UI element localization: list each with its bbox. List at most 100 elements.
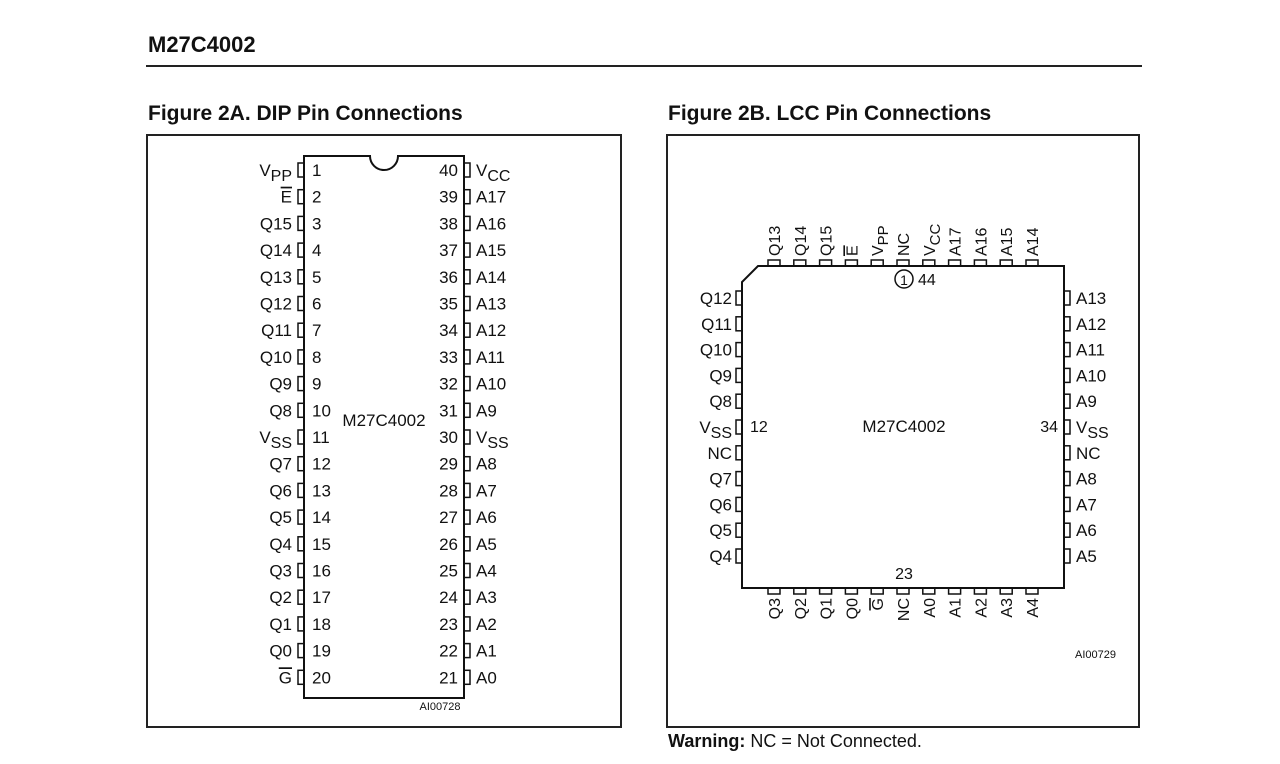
lcc-pin-label: NC <box>896 598 913 621</box>
lcc-pin-stub <box>767 587 781 595</box>
document-title: M27C4002 <box>148 32 256 57</box>
lcc-pin-stub <box>1063 522 1071 538</box>
dip-pin-label: A16 <box>476 214 506 233</box>
dip-pin-number: 26 <box>439 535 458 554</box>
dip-pin-number: 10 <box>312 401 331 420</box>
lcc-pin-label: Q14 <box>793 226 810 256</box>
dip-pin-stub <box>463 562 471 579</box>
lcc-pin-label: Q15 <box>819 226 836 256</box>
lcc-pin-label: Q9 <box>709 366 732 385</box>
lcc-pin-label: Q3 <box>767 598 784 619</box>
dip-pin-label: Q4 <box>269 535 292 554</box>
dip-pin-label: A12 <box>476 321 506 340</box>
lcc-pin-num-bottom: 23 <box>895 566 913 583</box>
lcc-pin-label: A15 <box>999 227 1016 256</box>
lcc-pin-stub <box>735 496 743 513</box>
dip-pin-number: 34 <box>439 321 458 340</box>
dip-pin-label: Q9 <box>269 375 292 394</box>
lcc-pin-stub <box>1063 341 1071 358</box>
lcc-pin-label: A7 <box>1076 495 1097 514</box>
lcc-pin-label: A13 <box>1076 289 1106 308</box>
warning-text: NC = Not Connected. <box>745 731 922 751</box>
dip-pin-label: VCC <box>476 161 510 185</box>
lcc-chip-label: M27C4002 <box>862 417 945 436</box>
lcc-pin-stub <box>1063 419 1071 435</box>
dip-pin-number: 23 <box>439 615 458 634</box>
lcc-pin-label: Q2 <box>793 598 810 619</box>
dip-pin-stub <box>463 616 471 632</box>
lcc-pin-stub <box>793 587 807 595</box>
dip-pin-label: G <box>279 668 292 687</box>
dip-pin-number: 24 <box>439 588 458 607</box>
dip-package-body <box>303 155 465 699</box>
dip-pin-stub <box>297 562 305 579</box>
dip-pin-number: 17 <box>312 588 331 607</box>
dip-pin-number: 25 <box>439 562 458 581</box>
lcc-pin-label: VPP <box>870 225 892 256</box>
dip-pin-number: 36 <box>439 268 458 287</box>
dip-pin-stub <box>297 215 305 232</box>
dip-pin-stub <box>463 215 471 232</box>
lcc-pin-stub <box>735 470 743 487</box>
lcc-pin-label: Q0 <box>844 598 861 619</box>
lcc-pin-stub <box>1025 259 1039 267</box>
lcc-pin-stub <box>767 259 781 267</box>
dip-pin-stub <box>297 375 305 392</box>
lcc-pin-stub <box>896 587 910 595</box>
dip-pin-label: A8 <box>476 455 497 474</box>
figure-2a-caption: Figure 2A. DIP Pin Connections <box>148 102 463 125</box>
dip-pin-label: Q7 <box>269 455 292 474</box>
lcc-pin-num-left: 12 <box>750 419 768 436</box>
dip-pin-stub <box>463 162 471 178</box>
dip-pin-stub <box>297 269 305 285</box>
lcc-pin-stub <box>1063 496 1071 513</box>
dip-pin-label: A10 <box>476 375 506 394</box>
dip-pin-label: A1 <box>476 642 497 661</box>
lcc-pin-label: VSS <box>699 418 732 442</box>
lcc-pin-stub <box>735 367 743 384</box>
dip-pin-stub <box>297 188 305 205</box>
lcc-pin-label: G <box>870 598 887 610</box>
lcc-pin-label: Q7 <box>709 470 732 489</box>
dip-pin-number: 27 <box>439 508 458 527</box>
lcc-pin-label: Q12 <box>700 289 732 308</box>
lcc-pin-label: Q11 <box>701 315 732 334</box>
dip-pin-stub <box>297 509 305 525</box>
dip-pin-number: 30 <box>439 428 458 447</box>
lcc-pin-label: Q10 <box>700 341 732 360</box>
lcc-pin-stub <box>818 587 833 595</box>
lcc-pin-stub <box>1063 290 1071 306</box>
dip-pin-number: 40 <box>439 161 458 180</box>
dip-pin-label: A13 <box>476 295 506 314</box>
lcc-pin-label: A4 <box>1025 598 1042 618</box>
dip-pin-stub <box>297 669 305 686</box>
dip-pin-number: 1 <box>312 161 321 180</box>
dip-pin-stub <box>463 188 471 205</box>
dip-pin-label: A4 <box>476 562 497 581</box>
dip-pin-stub <box>463 429 471 445</box>
dip-pin-number: 28 <box>439 481 458 500</box>
dip-pin-stub <box>297 429 305 445</box>
lcc-pin-label: A0 <box>922 598 939 618</box>
dip-pin-stub <box>463 642 471 659</box>
dip-pin-number: 3 <box>312 214 321 233</box>
dip-pin-label: A0 <box>476 668 497 687</box>
lcc-pin-stub <box>999 587 1013 595</box>
dip-pin-label: A17 <box>476 188 506 207</box>
dip-pin-label: Q1 <box>269 615 292 634</box>
lcc-pin-stub <box>844 259 859 267</box>
lcc-pin-stub <box>844 587 859 595</box>
dip-pin-number: 32 <box>439 375 458 394</box>
dip-pin-label: Q14 <box>260 241 292 260</box>
lcc-pin-stub <box>1063 445 1071 461</box>
dip-pin-number: 8 <box>312 348 321 367</box>
dip-pin-number: 22 <box>439 642 458 661</box>
dip-pin-label: A6 <box>476 508 497 527</box>
lcc-pin-label: Q4 <box>709 547 732 566</box>
dip-pin-stub <box>463 482 471 499</box>
lcc-pin-label: A8 <box>1076 470 1097 489</box>
lcc-pin-label: A1 <box>948 598 965 618</box>
dip-pin-stub <box>463 322 471 338</box>
dip-pin-stub <box>463 669 471 686</box>
